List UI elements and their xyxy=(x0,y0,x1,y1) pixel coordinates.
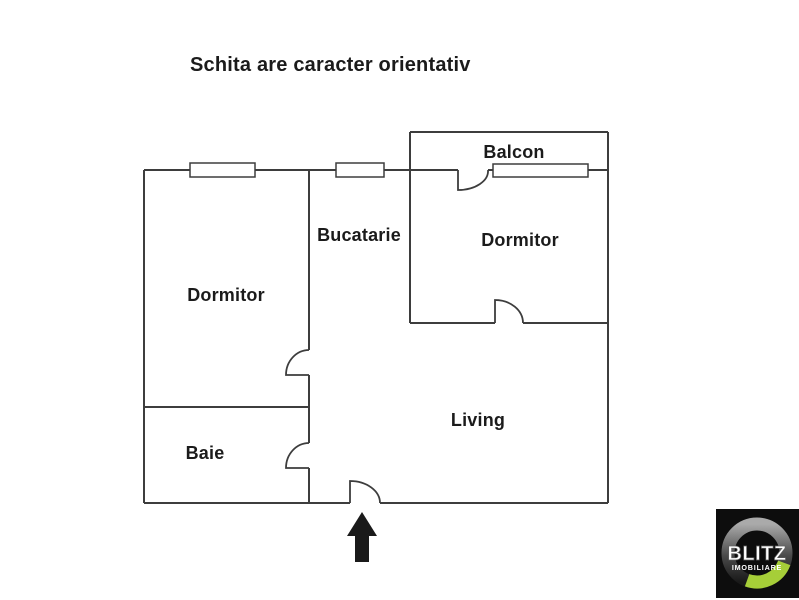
door-entrance xyxy=(349,480,381,504)
logo-ring-accent xyxy=(744,560,791,589)
entrance-arrow-icon xyxy=(347,512,377,562)
logo-sub-text: IMOBILIARE xyxy=(732,563,782,572)
door-dormitor-left xyxy=(285,349,310,376)
door-balcon xyxy=(457,169,489,191)
room-label-balcon: Balcon xyxy=(483,142,545,162)
wall-balcony xyxy=(409,131,608,170)
door-baie xyxy=(285,442,310,469)
agency-logo: BLITZ IMOBILIARE xyxy=(716,509,799,598)
window-balcon xyxy=(492,163,589,178)
room-label-dormitor-left: Dormitor xyxy=(187,285,265,305)
room-label-living: Living xyxy=(450,410,506,430)
room-label-dormitor-right: Dormitor xyxy=(481,230,559,250)
window-bucatarie xyxy=(335,162,385,178)
agency-logo-ring: BLITZ IMOBILIARE xyxy=(721,517,793,589)
door-dormitor-right xyxy=(494,299,524,324)
logo-brand-text: BLITZ xyxy=(727,543,786,565)
walls xyxy=(143,131,609,504)
doors xyxy=(285,169,524,504)
room-label-baie: Baie xyxy=(185,443,225,463)
page-title: Schita are caracter orientativ xyxy=(190,54,471,76)
room-label-bucatarie: Bucatarie xyxy=(317,225,401,245)
window-dormitor-left xyxy=(189,162,256,178)
windows xyxy=(189,162,589,178)
